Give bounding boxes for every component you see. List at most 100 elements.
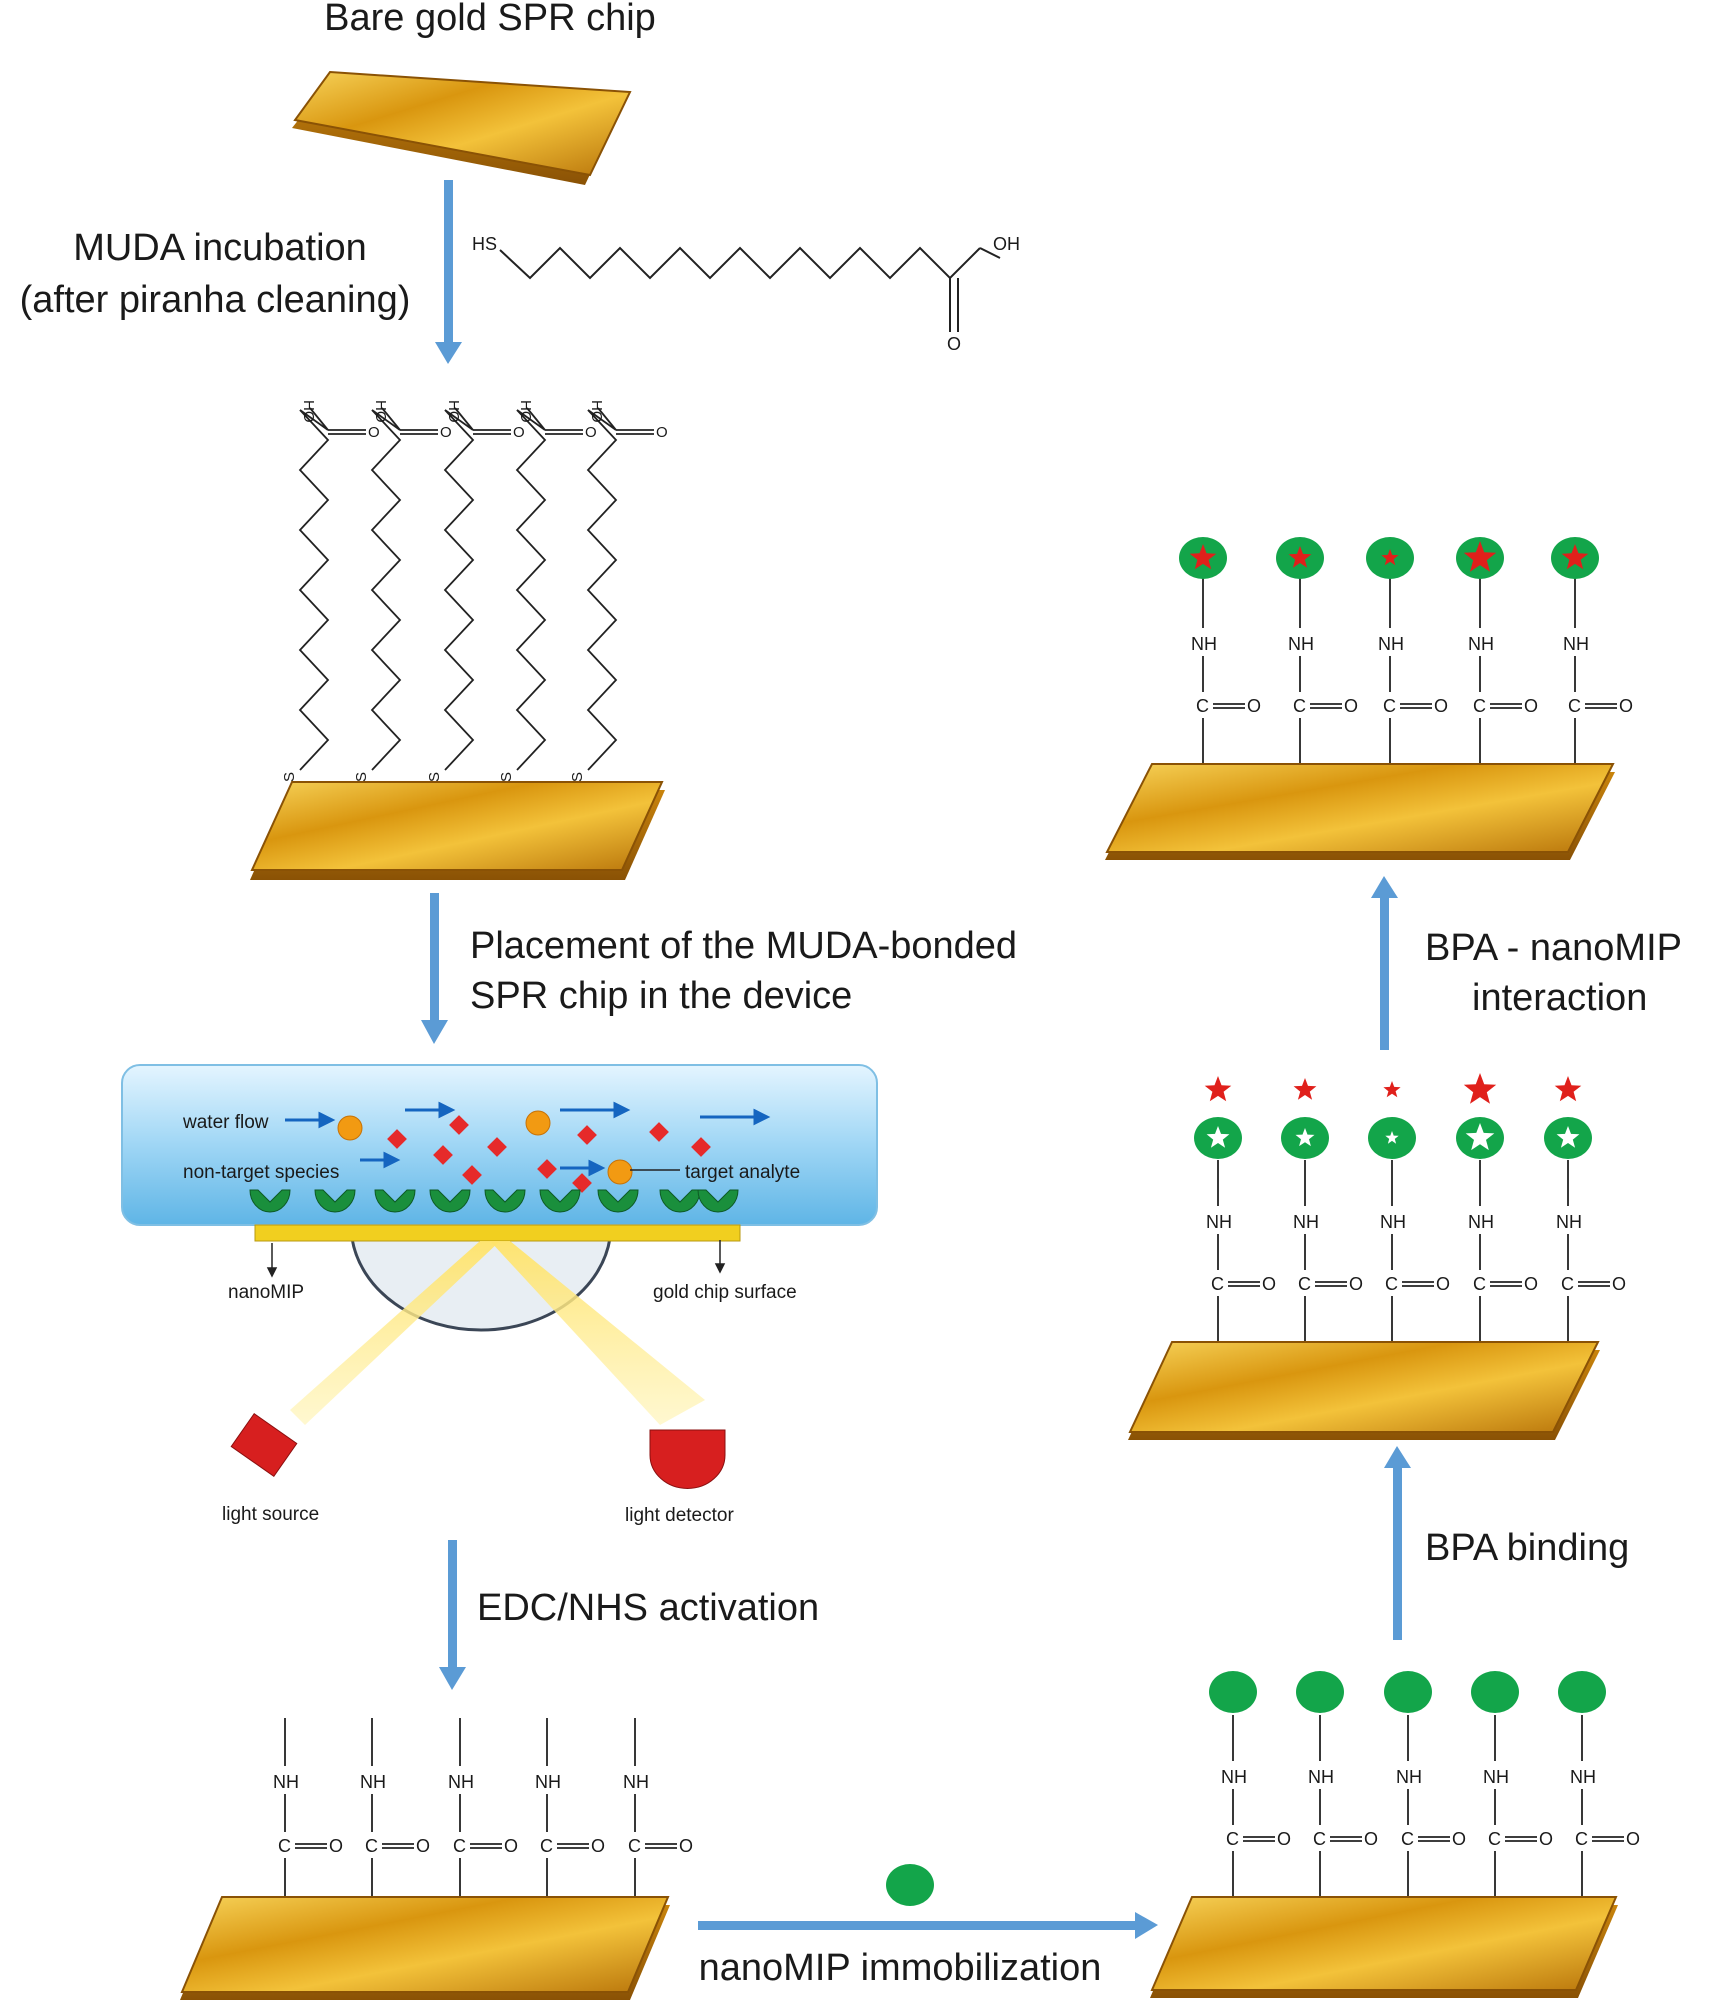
amide-oxygen: O (591, 1836, 605, 1856)
amide-carbon: C (540, 1836, 553, 1856)
amide-nh: NH (1570, 1767, 1596, 1787)
arrow-immobilization (698, 1864, 1158, 1939)
amide-nh: NH (1468, 634, 1494, 654)
nanomip-cup (249, 1189, 291, 1213)
nanomip-cup (484, 1189, 526, 1213)
amide-nh: NH (1293, 1212, 1319, 1232)
amide-oxygen: O (1277, 1829, 1291, 1849)
amide-nh: NH (1221, 1767, 1247, 1787)
amide-carbon: C (1401, 1829, 1414, 1849)
amide-oxygen: O (1247, 696, 1261, 716)
light-source (230, 1413, 298, 1477)
amide-carbon: C (1561, 1274, 1574, 1294)
arrow-placement (421, 893, 448, 1044)
amide-oxygen: O (1344, 696, 1358, 716)
non-target-species-diamonds (387, 1115, 711, 1193)
step-placement-line2: SPR chip in the device (470, 975, 852, 1017)
chain-carbonyl-o: O (513, 424, 525, 441)
nanomip-sphere (1296, 1671, 1344, 1713)
nanomip-cup (374, 1189, 416, 1213)
amide-nh: NH (1206, 1212, 1232, 1232)
amide-oxygen: O (504, 1836, 518, 1856)
amide-oxygen: O (679, 1836, 693, 1856)
reflected-beam (490, 1241, 705, 1425)
amide-nh: NH (1380, 1212, 1406, 1232)
label-light-source: light source (222, 1504, 319, 1525)
label-target-analyte: target analyte (685, 1162, 800, 1183)
imprinted-site-star (1206, 1126, 1230, 1148)
chain-carbonyl-o: O (440, 424, 452, 441)
arrow-muda (435, 180, 462, 364)
amide-stack-bpa-bound: NH C O (1380, 1160, 1450, 1345)
bound-bpa-star (1561, 544, 1589, 570)
nanomip-cup (697, 1189, 739, 1213)
amide-carbon: C (1211, 1274, 1224, 1294)
nanomip-particle (886, 1864, 934, 1906)
amide-carbon: C (1488, 1829, 1501, 1849)
amide-oxygen: O (1262, 1274, 1276, 1294)
amide-nh: NH (273, 1772, 299, 1792)
amide-carbon: C (278, 1836, 291, 1856)
amide-carbon: C (1383, 696, 1396, 716)
nanomip-sphere (1209, 1671, 1257, 1713)
arrow-interaction (1371, 876, 1398, 1050)
chain-hydroxyl: HO (372, 400, 389, 423)
amide-oxygen: O (1436, 1274, 1450, 1294)
step-interaction-line1: BPA - nanoMIP (1425, 927, 1682, 969)
nanomip-sphere (1558, 1671, 1606, 1713)
activated-chip (180, 1896, 670, 2000)
amide-nh: NH (1396, 1767, 1422, 1787)
nanomip-cup (314, 1189, 356, 1213)
chain-carbonyl-o: O (368, 424, 380, 441)
step-muda-line2: (after piranha cleaning) (20, 279, 411, 321)
nanomip-cup (429, 1189, 471, 1213)
incident-beam (290, 1241, 500, 1425)
amide-groups: NH C O NH C O NH C O NH C O NH C O NH C O NH C O NH C O NH C O NH C O… (273, 578, 1640, 1905)
imprinted-site-star (1465, 1123, 1495, 1151)
bpa-star (1293, 1078, 1317, 1100)
amide-nh: NH (1563, 634, 1589, 654)
interaction-chip (1105, 763, 1615, 860)
water-flow-arrows (285, 1101, 771, 1177)
nanomip-sphere (1384, 1671, 1432, 1713)
bpa-star (1463, 1073, 1497, 1104)
label-gold-chip-surface: gold chip surface (653, 1282, 797, 1303)
step-placement-line1: Placement of the MUDA-bonded (470, 925, 1017, 967)
amide-oxygen: O (1619, 696, 1633, 716)
amide-oxygen: O (1452, 1829, 1466, 1849)
amide-carbon: C (1293, 696, 1306, 716)
amide-carbon: C (1385, 1274, 1398, 1294)
nanomip-cup (539, 1189, 581, 1213)
imprinted-site-star (1385, 1131, 1399, 1144)
chain-carbonyl-o: O (656, 424, 668, 441)
leader-lines (266, 1169, 726, 1278)
amide-carbon: C (1313, 1829, 1326, 1849)
amide-nh: NH (1483, 1767, 1509, 1787)
arrow-bpa-binding (1384, 1446, 1411, 1640)
chain-carbonyl-o: O (585, 424, 597, 441)
nanomip-immobilized-chip (1150, 1896, 1618, 1998)
gold-surface-bar (254, 1224, 741, 1242)
amide-carbon: C (628, 1836, 641, 1856)
chain-sulfur: S (569, 772, 586, 782)
chain-sulfur: S (353, 772, 370, 782)
spr-device: water flow non-target species target ana… (121, 1064, 878, 1526)
step-muda-line1: MUDA incubation (73, 227, 367, 269)
amide-stack-bpa-bound: NH C O (1206, 1160, 1276, 1345)
molecule-carbonyl-o: O (947, 334, 961, 354)
